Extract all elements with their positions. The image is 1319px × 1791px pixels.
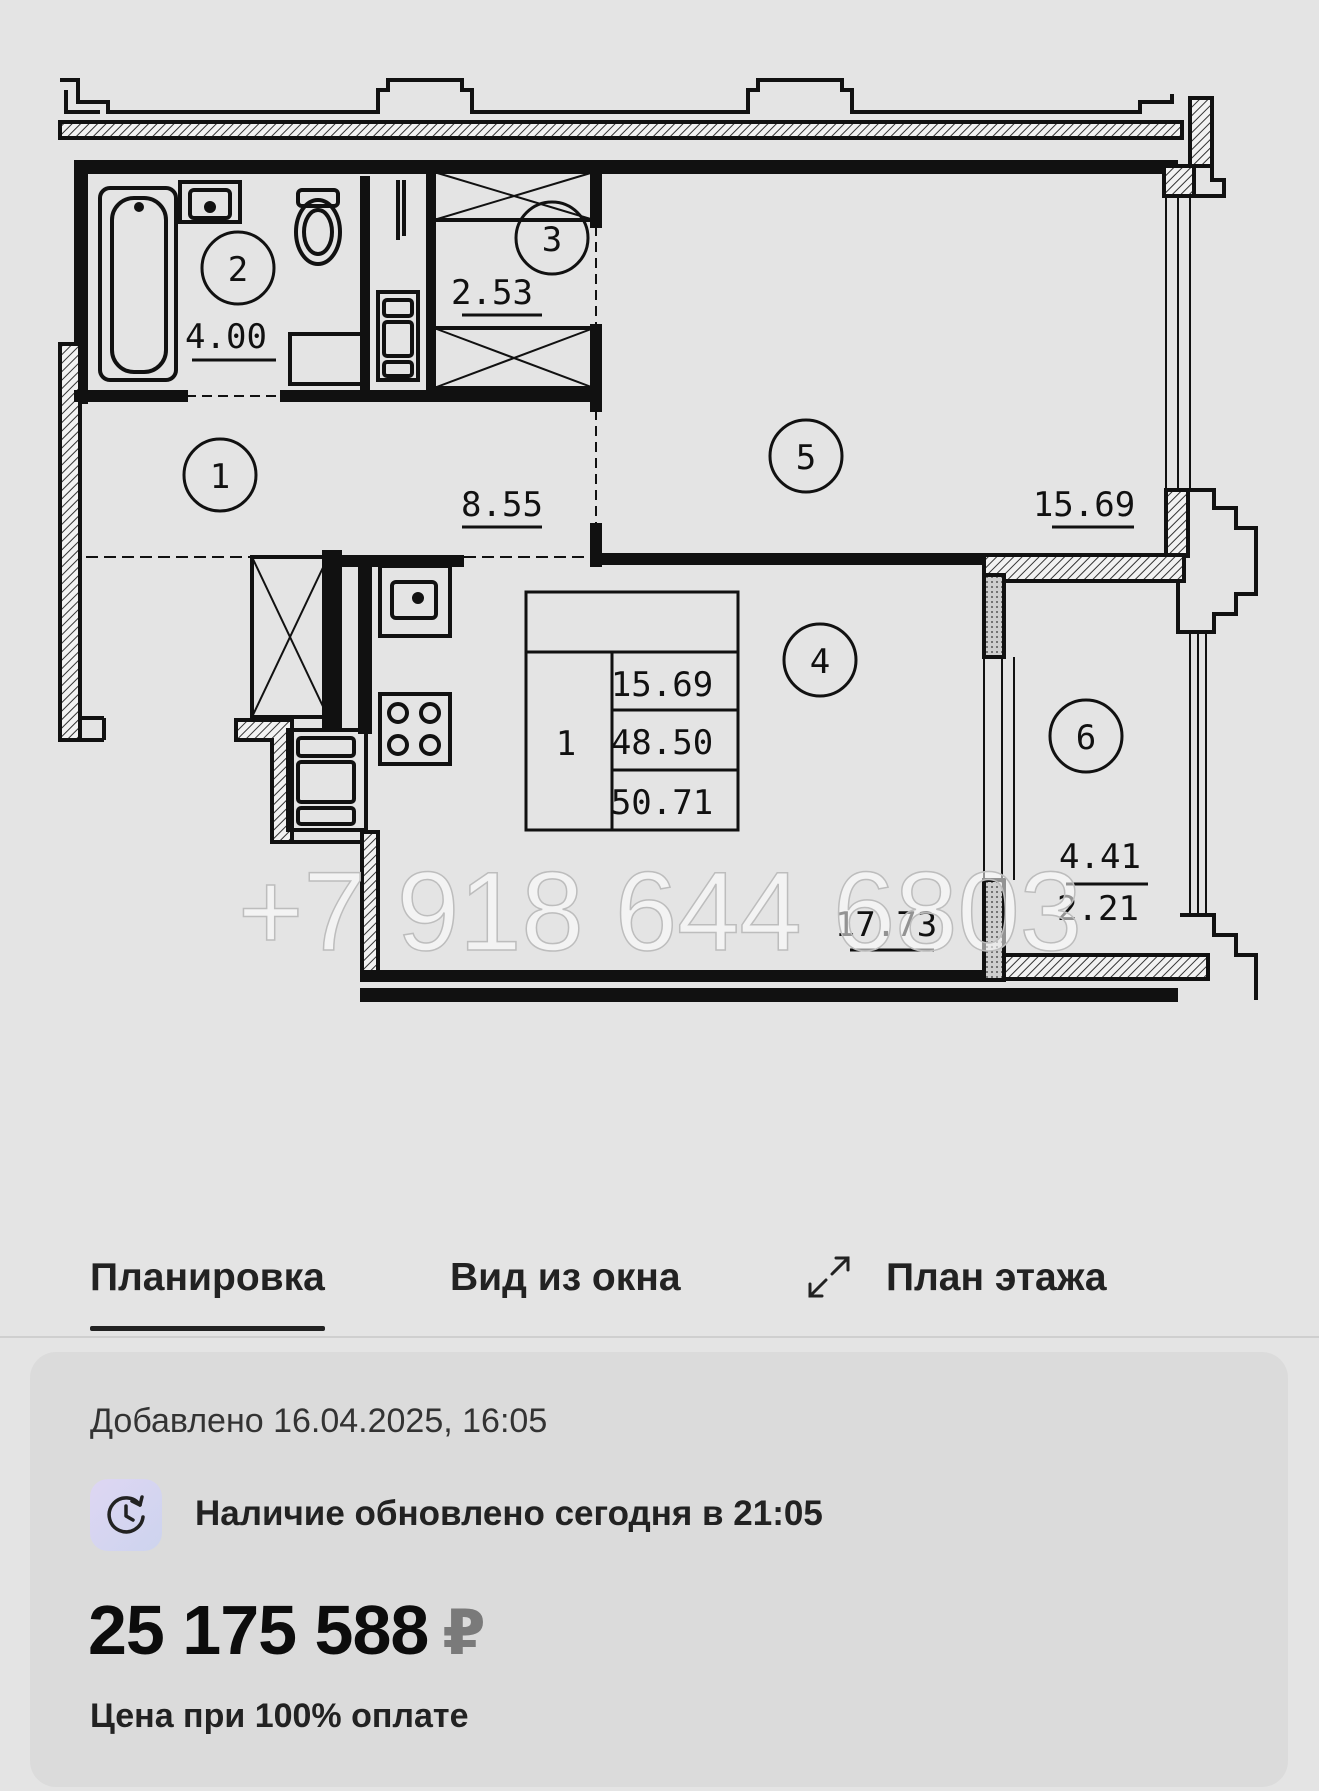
tab-window-view[interactable]: Вид из окна <box>450 1256 681 1299</box>
room-4-number: 4 <box>810 642 830 682</box>
currency-sign: ₽ <box>442 1599 486 1668</box>
phone-watermark: +7 918 644 6803 <box>238 849 1082 974</box>
facade-outline <box>60 78 1174 114</box>
room-1-number: 1 <box>210 457 230 497</box>
view-tabs: Планировка Вид из окна План этажа <box>0 1240 1319 1338</box>
room-2-area: 4.00 <box>185 317 267 357</box>
room-6-number: 6 <box>1076 718 1096 758</box>
summary-total-area: 48.50 <box>611 723 713 763</box>
external-wall-top <box>58 120 1184 140</box>
listing-info-card: Добавлено 16.04.2025, 16:05 Наличие обно… <box>30 1352 1288 1787</box>
room-5-area: 15.69 <box>1033 485 1135 525</box>
summary-living-area: 15.69 <box>611 665 713 705</box>
price-value: 25 175 588 <box>88 1591 429 1669</box>
external-wall-right <box>1188 96 1214 168</box>
availability-badge <box>90 1479 162 1551</box>
room-6-area: 4.41 <box>1059 837 1141 877</box>
room-1-area: 8.55 <box>461 485 543 525</box>
floor-plan: 1 2 3 4 5 6 8.55 4.00 2.53 17.73 15.69 4… <box>58 78 1258 1002</box>
room-3-area: 2.53 <box>451 273 533 313</box>
room-4-area: 17.73 <box>835 905 937 945</box>
room-2-number: 2 <box>228 250 248 290</box>
room-6-area-reduced: 2.21 <box>1057 889 1139 929</box>
tab-floor-plan[interactable]: План этажа <box>886 1256 1107 1299</box>
expand-arrows-icon[interactable] <box>806 1254 852 1300</box>
tab-layout[interactable]: Планировка <box>90 1256 325 1331</box>
price-note: Цена при 100% оплате <box>90 1697 469 1735</box>
availability-status: Наличие обновлено сегодня в 21:05 <box>195 1494 823 1533</box>
summary-rooms-count: 1 <box>556 724 576 764</box>
added-date: Добавлено 16.04.2025, 16:05 <box>90 1402 548 1440</box>
room-5-number: 5 <box>796 438 816 478</box>
price-row: 25 175 588₽ <box>88 1590 485 1670</box>
clock-refresh-icon <box>107 1495 145 1534</box>
summary-total-with-balcony: 50.71 <box>611 783 713 823</box>
room-3-number: 3 <box>542 220 562 260</box>
